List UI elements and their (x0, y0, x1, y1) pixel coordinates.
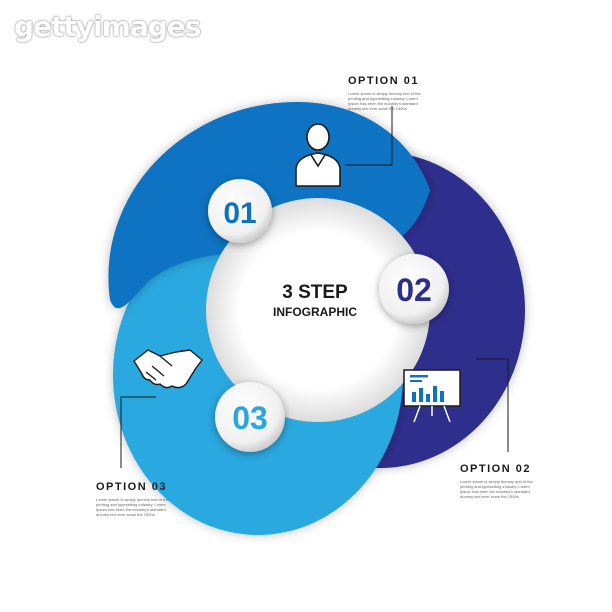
leader-line-option-02 (476, 358, 509, 452)
option-02-title: OPTION 02 (460, 463, 531, 475)
center-title: 3 STEP (282, 282, 348, 303)
option-01-desc: Lorem Ipsum is simply dummy text of the … (348, 91, 421, 111)
leader-line-option-01 (345, 106, 393, 166)
step-02-number: 02 (396, 272, 432, 308)
option-03-title: OPTION 03 (96, 481, 167, 493)
step-01-number: 01 (223, 197, 256, 230)
badge-step-03 (215, 382, 285, 452)
person-icon (295, 123, 341, 187)
option-01-callout: OPTION 01 Lorem Ipsum is simply dummy te… (348, 75, 428, 111)
option-03-desc: Lorem Ipsum is simply dummy text of the … (96, 497, 169, 517)
badge-step-01 (208, 179, 272, 243)
option-02-desc: Lorem Ipsum is simply dummy text of the … (460, 479, 533, 499)
option-02-callout: OPTION 02 Lorem Ipsum is simply dummy te… (460, 463, 540, 499)
option-01-title: OPTION 01 (348, 75, 419, 87)
watermark: gettyimages (14, 10, 201, 43)
step-03-number: 03 (232, 400, 268, 436)
option-03-callout: OPTION 03 Lorem Ipsum is simply dummy te… (96, 481, 176, 517)
center-label: 3 STEP INFOGRAPHIC (240, 282, 390, 319)
badge-step-02 (379, 254, 449, 324)
handshake-icon (133, 349, 203, 389)
center-subtitle: INFOGRAPHIC (273, 305, 357, 319)
presentation-board-icon (403, 369, 461, 423)
center-circle (206, 198, 430, 422)
leader-line-option-03 (120, 396, 156, 468)
